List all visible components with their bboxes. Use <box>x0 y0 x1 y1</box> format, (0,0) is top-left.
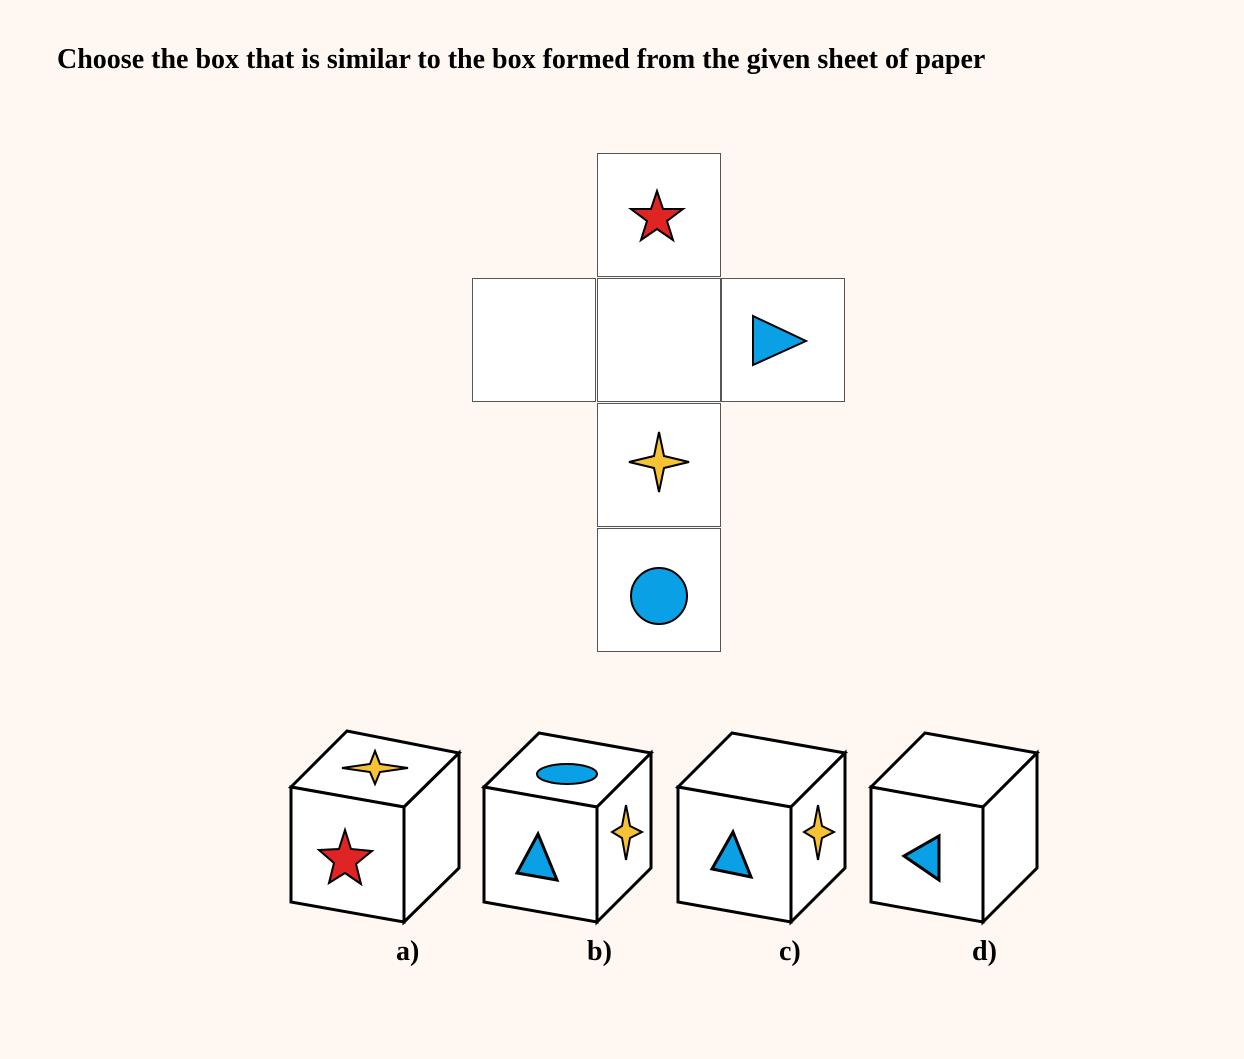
net-face-bottom <box>597 528 721 652</box>
blue-triangle-icon <box>901 833 941 883</box>
red-star-icon <box>628 187 686 243</box>
net-face-left <box>472 278 596 402</box>
yellow-four-point-star-icon <box>628 431 690 493</box>
net-face-right <box>721 278 845 402</box>
option-d-cube[interactable] <box>867 731 1041 926</box>
net-face-lower <box>597 403 721 527</box>
option-a-label: a) <box>396 936 420 967</box>
blue-circle-icon <box>536 763 598 785</box>
option-c-cube[interactable] <box>674 731 849 926</box>
blue-triangle-icon <box>752 314 809 367</box>
blue-triangle-icon <box>709 828 754 880</box>
blue-circle-icon <box>630 567 688 625</box>
blue-triangle-icon <box>514 830 560 882</box>
question-text: Choose the box that is similar to the bo… <box>57 44 986 75</box>
yellow-four-point-star-icon <box>610 804 645 861</box>
option-d-label: d) <box>972 936 997 967</box>
option-b-cube[interactable] <box>480 731 655 926</box>
net-face-center <box>597 278 721 402</box>
red-star-icon <box>316 826 375 887</box>
yellow-four-point-star-icon <box>802 804 837 861</box>
option-b-label: b) <box>587 936 612 967</box>
net-face-top <box>597 153 721 277</box>
yellow-four-point-star-icon <box>341 748 409 787</box>
option-a-cube[interactable] <box>287 729 463 926</box>
option-c-label: c) <box>779 936 801 967</box>
